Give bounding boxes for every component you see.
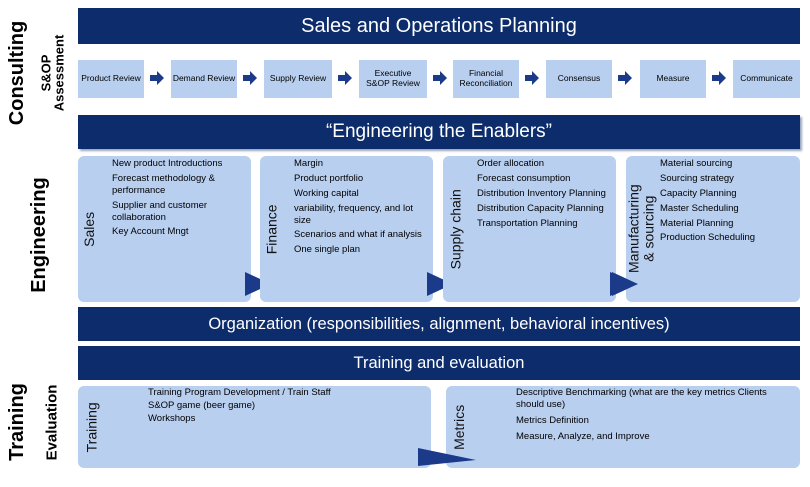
list-item: S&OP game (beer game) — [148, 399, 256, 411]
enabler-card-finance: Finance Margin Product portfolio Working… — [260, 156, 453, 302]
training-label: Training — [6, 383, 29, 461]
label-evaluation: Evaluation — [36, 362, 68, 482]
enabler-card-supply-chain: Supply chain Order allocation Forecast c… — [443, 156, 636, 302]
list-item: Key Account Mngt — [112, 226, 189, 238]
enabler-card-manufacturing: Manufacturing & sourcing Material sourci… — [612, 156, 800, 302]
right-arrow-icon — [150, 71, 164, 85]
list-item: Master Scheduling — [660, 202, 739, 214]
list-item: Workshops — [148, 412, 196, 424]
list-item: Supplier and customer collaboration — [112, 199, 208, 223]
list-item: Training Program Development / Train Sta… — [148, 387, 331, 398]
process-step: Measure — [640, 60, 706, 98]
list-item: Transportation Planning — [477, 217, 578, 229]
enabler-card-sales: Sales New product Introductions Forecast… — [78, 156, 271, 302]
enablers-text: “Engineering the Enablers” — [325, 121, 553, 142]
list-item: One single plan — [294, 244, 361, 256]
process-step: Executive S&OP Review — [359, 60, 427, 98]
evaluation-label: Evaluation — [43, 384, 61, 460]
process-step: Product Review — [78, 60, 144, 98]
right-arrow-icon — [338, 71, 352, 85]
list-item: Distribution Capacity Planning — [477, 202, 604, 214]
list-item: Sourcing strategy — [660, 172, 734, 184]
right-arrow-icon — [525, 71, 539, 85]
list-item: Order allocation — [477, 158, 545, 169]
card-title: Training — [83, 401, 100, 453]
list-item: Descriptive Benchmarking (what are the k… — [516, 387, 767, 410]
sop-assessment-label: S&OP Assessment — [38, 34, 66, 112]
card-items: Training Program Development / Train Sta… — [148, 387, 424, 426]
training-card: Training Training Program Development / … — [78, 386, 431, 468]
list-item: Metrics Definition — [516, 414, 589, 426]
training-eval-text: Training and evaluation — [353, 353, 525, 372]
list-item: Product portfolio — [294, 172, 364, 184]
card-items: Order allocation Forecast consumption Di… — [477, 158, 613, 232]
card-items: Descriptive Benchmarking (what are the k… — [516, 387, 792, 447]
organization-text: Organization (responsibilities, alignmen… — [208, 314, 670, 333]
label-training: Training — [2, 362, 32, 482]
list-item: New product Introductions — [112, 158, 223, 169]
list-item: Capacity Planning — [660, 187, 737, 199]
card-title: Sales — [81, 211, 98, 247]
enablers-banner: “Engineering the Enablers” — [78, 115, 800, 149]
process-step: Financial Reconciliation — [453, 60, 519, 98]
list-item: variability, frequency, and lot size — [294, 202, 413, 226]
process-step: Supply Review — [264, 60, 332, 98]
card-items: Margin Product portfolio Working capital… — [294, 158, 428, 259]
organization-banner: Organization (responsibilities, alignmen… — [78, 307, 800, 341]
label-consulting: Consulting — [2, 8, 32, 138]
engineering-label: Engineering — [28, 177, 51, 293]
triangle-pointer-icon — [612, 272, 638, 296]
list-item: Material sourcing — [660, 158, 733, 169]
sop-title-banner: Sales and Operations Planning — [78, 8, 800, 44]
right-arrow-icon — [243, 71, 257, 85]
list-item: Forecast consumption — [477, 172, 571, 184]
metrics-card: Metrics Descriptive Benchmarking (what a… — [446, 386, 800, 468]
sop-title-text: Sales and Operations Planning — [301, 14, 577, 37]
card-title: Supply chain — [447, 188, 464, 270]
card-items: New product Introductions Forecast metho… — [112, 158, 248, 241]
list-item: Measure, Analyze, and Improve — [516, 430, 650, 442]
process-step: Consensus — [546, 60, 612, 98]
right-arrow-icon — [433, 71, 447, 85]
training-eval-banner: Training and evaluation — [78, 346, 800, 380]
list-item: Scenarios and what if analysis — [294, 229, 422, 241]
list-item: Distribution Inventory Planning — [477, 187, 606, 199]
list-item: Material Planning — [660, 217, 734, 229]
right-arrow-icon — [712, 71, 726, 85]
consulting-label: Consulting — [6, 20, 28, 126]
right-arrow-icon — [618, 71, 632, 85]
list-item: Production Scheduling — [660, 232, 756, 244]
card-title: Finance — [263, 204, 280, 254]
triangle-pointer-icon — [418, 448, 476, 466]
process-step: Demand Review — [171, 60, 237, 98]
list-item: Margin — [294, 158, 324, 169]
list-item: Working capital — [294, 187, 359, 199]
label-engineering: Engineering — [22, 160, 56, 310]
label-sop-assessment: S&OP Assessment — [30, 8, 74, 138]
list-item: Forecast methodology & performance — [112, 172, 215, 196]
process-step: Communicate — [733, 60, 800, 98]
card-items: Material sourcing Sourcing strategy Capa… — [660, 158, 798, 247]
